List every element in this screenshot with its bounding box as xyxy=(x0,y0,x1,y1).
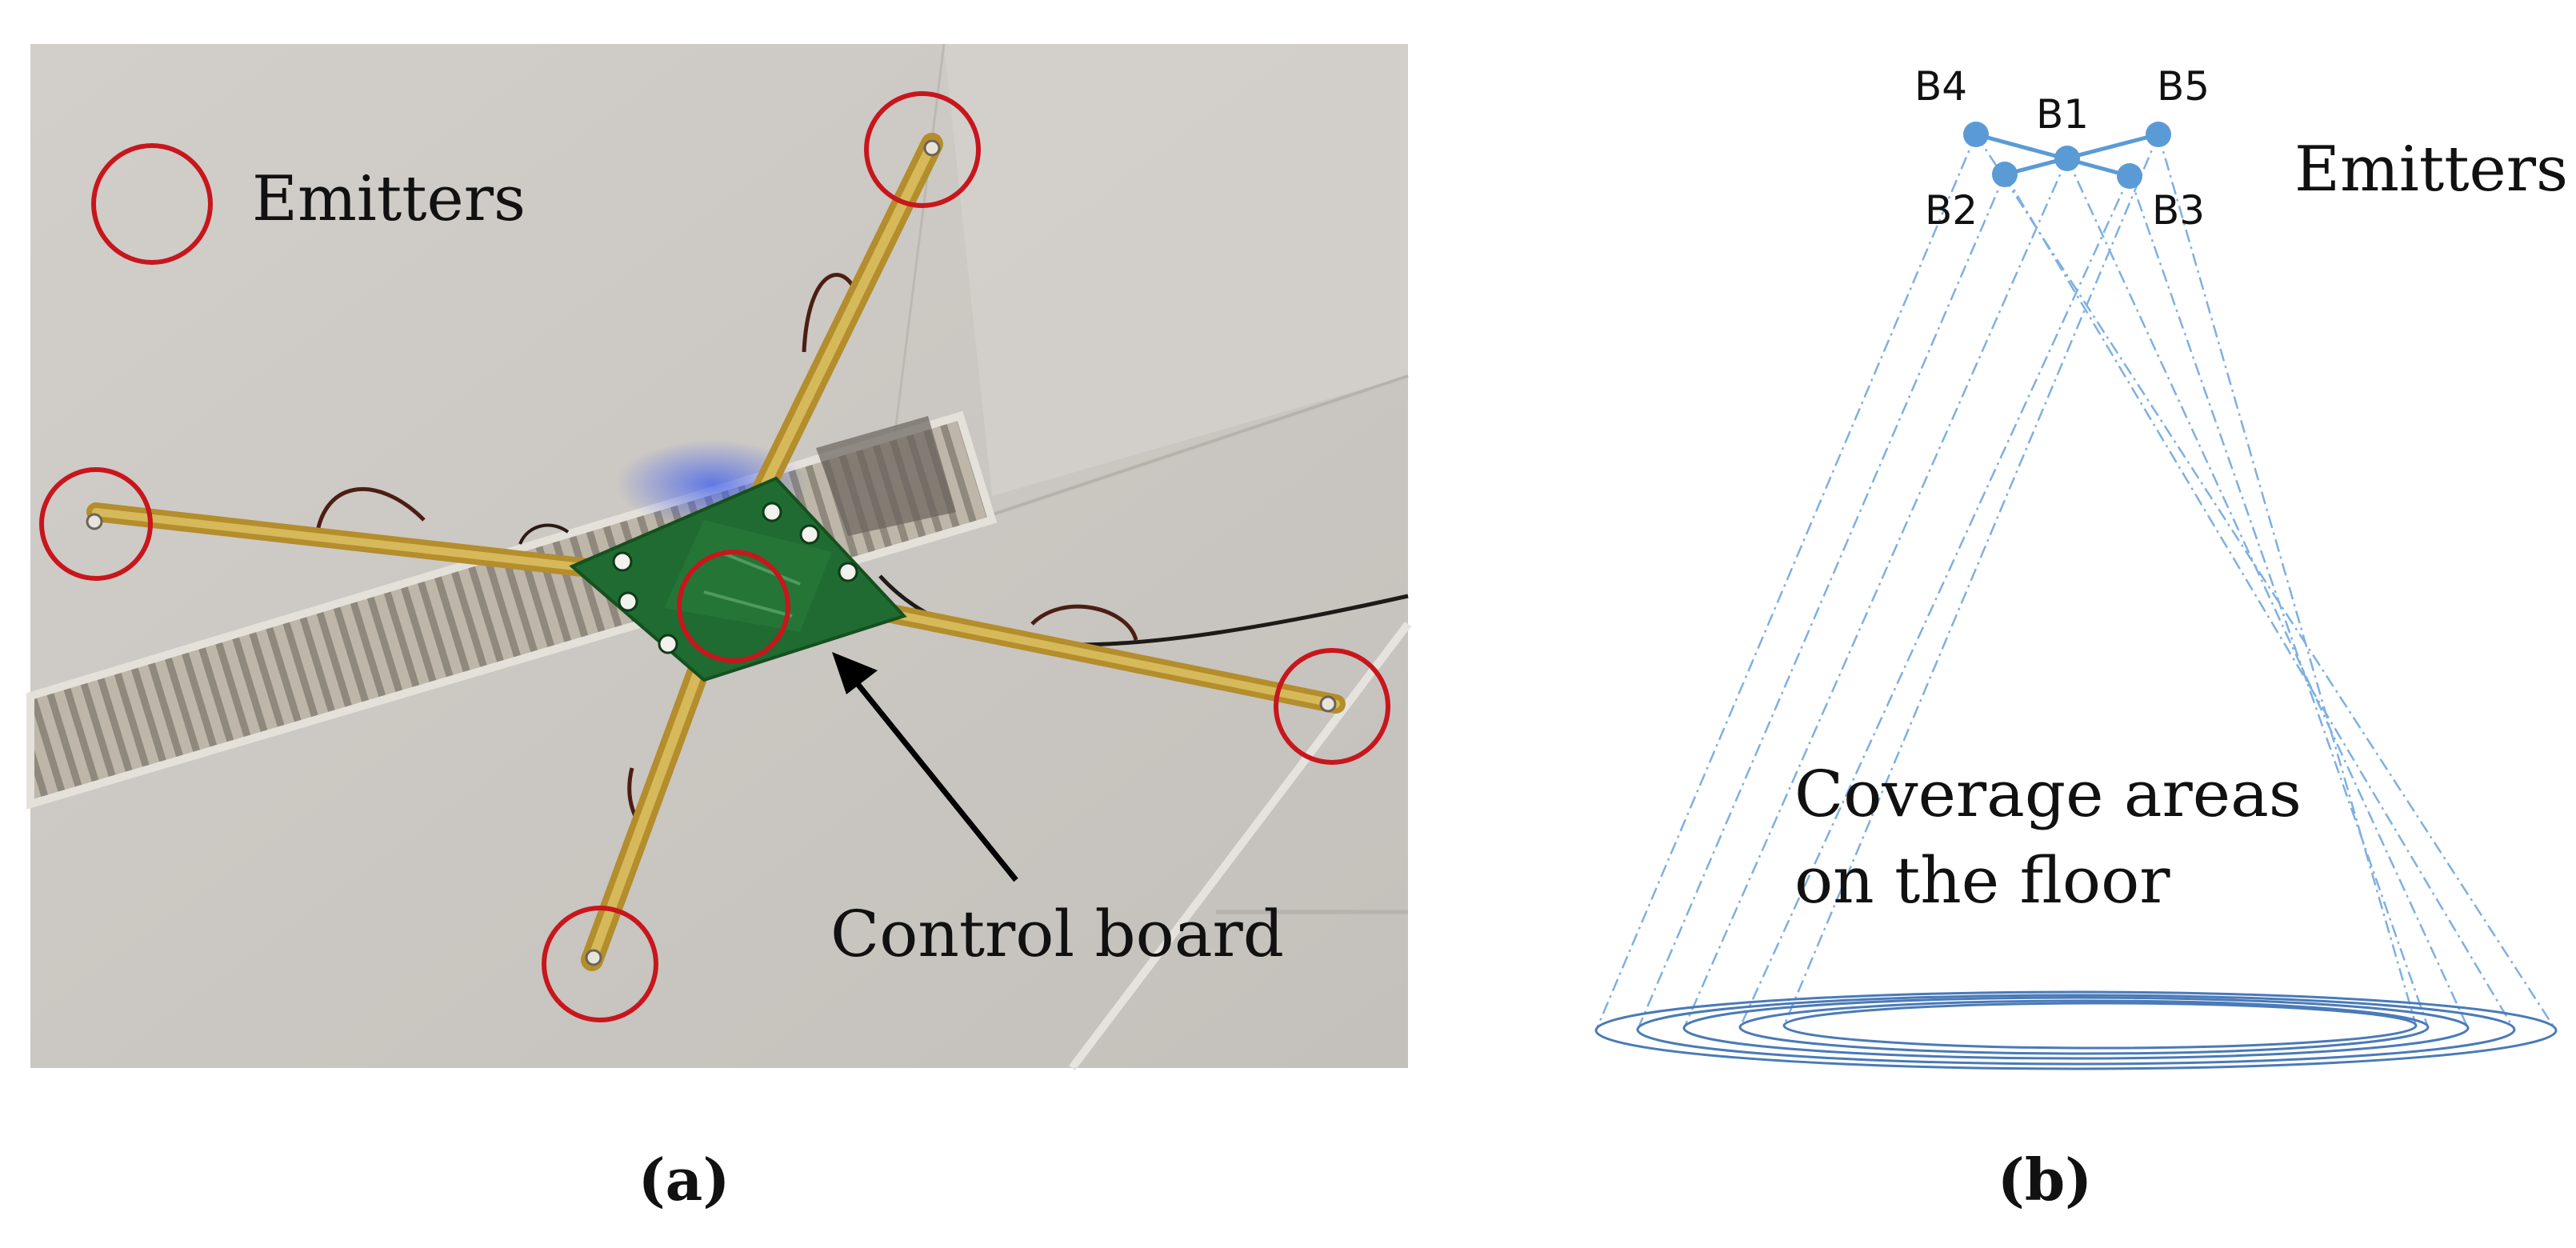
board-mount-hole xyxy=(658,634,678,654)
beam-lines xyxy=(1594,134,2558,1031)
emitter-dot-b2 xyxy=(1992,162,2018,187)
coverage-ellipse-b5 xyxy=(1782,1002,2418,1050)
coverage-diagram: B4 B1 B5 B2 B3 Emitters Coverage areas o… xyxy=(1594,63,2568,1214)
callout-arrow-shaft xyxy=(846,670,1018,882)
connector-b4-b3 xyxy=(1975,132,2130,178)
emitter-tip xyxy=(86,513,103,530)
beam-line-b1-right xyxy=(2066,158,2470,1029)
emitter-dot-b5 xyxy=(2146,122,2171,147)
coverage-label-line1: Coverage areas xyxy=(1794,757,2302,831)
ceiling-seam xyxy=(1069,621,1411,1071)
emitter-dots xyxy=(1963,122,2171,189)
arm-right-highlight xyxy=(860,604,1340,708)
board-components xyxy=(612,502,858,654)
legend-label: Emitters xyxy=(252,163,526,235)
cable xyxy=(518,523,570,545)
photo-panel: Emitters Control board (a) xyxy=(26,43,1411,1214)
arm-left-highlight xyxy=(92,508,628,576)
connector-b2-b5 xyxy=(2004,132,2159,177)
board-mount-hole xyxy=(762,502,782,522)
coverage-ellipse-b3 xyxy=(1738,999,2430,1055)
callout-label: Control board xyxy=(830,897,1284,971)
coverage-ellipses xyxy=(1594,990,2558,1070)
coverage-ellipse-b4 xyxy=(1594,990,2558,1070)
vent-opening xyxy=(816,416,956,536)
emitters-title: Emitters xyxy=(2294,134,2568,206)
caption-b: (b) xyxy=(1998,1146,2092,1214)
emitter-label-b3: B3 xyxy=(2152,187,2205,234)
emitter-connectors xyxy=(1975,132,2159,178)
board-trace xyxy=(703,590,793,618)
arm-upper-highlight xyxy=(747,139,937,517)
emitter-label-b5: B5 xyxy=(2157,63,2210,110)
board-mount-hole xyxy=(612,551,633,572)
emitter-tip xyxy=(1319,695,1337,713)
emitter-marker xyxy=(39,467,153,581)
beam-line-b4-right xyxy=(1974,134,2558,1031)
cable xyxy=(314,486,426,545)
emitter-label-b1: B1 xyxy=(2036,91,2089,138)
emitter-label-b4: B4 xyxy=(1914,63,1967,110)
board-trace xyxy=(719,550,801,586)
emitter-marker xyxy=(864,91,981,208)
ceiling-shadow xyxy=(944,44,1408,496)
caption-a: (a) xyxy=(638,1146,730,1214)
legend-circle xyxy=(91,143,213,265)
emitter-dot-b1 xyxy=(2054,146,2080,171)
beam-line-b2-left xyxy=(1636,174,2006,1030)
emitter-arms xyxy=(86,133,1346,971)
emitter-marker xyxy=(1274,648,1390,765)
emitter-dot-b4 xyxy=(1963,122,1989,147)
cable xyxy=(1030,604,1138,641)
coverage-ellipse-b1 xyxy=(1682,996,2470,1060)
emitter-tip xyxy=(585,949,602,966)
beam-line-b2-right xyxy=(2003,174,2516,1030)
emitter-marker xyxy=(542,906,658,1022)
beam-line-b1-left xyxy=(1682,158,2069,1029)
beam-line-b3-left xyxy=(1738,175,2131,1028)
emitter-tip xyxy=(923,139,941,157)
emitter-marker xyxy=(677,550,790,663)
coverage-label-line2: on the floor xyxy=(1794,843,2170,918)
board-mount-hole xyxy=(799,524,820,545)
board-mount-hole xyxy=(618,591,638,612)
emitter-labels: B4 B1 B5 B2 B3 xyxy=(1914,63,2210,234)
beam-line-b3-right xyxy=(2128,175,2430,1028)
callout-arrow-head xyxy=(832,652,878,694)
beam-line-b5-left xyxy=(1782,134,2160,1026)
board-mount-hole xyxy=(838,562,858,582)
emitter-markers xyxy=(39,91,1390,1022)
emitter-label-b2: B2 xyxy=(1925,187,1978,234)
coverage-ellipse-b2 xyxy=(1636,994,2516,1066)
beam-line-b5-right xyxy=(2157,134,2418,1026)
emitter-dot-b3 xyxy=(2117,163,2142,189)
